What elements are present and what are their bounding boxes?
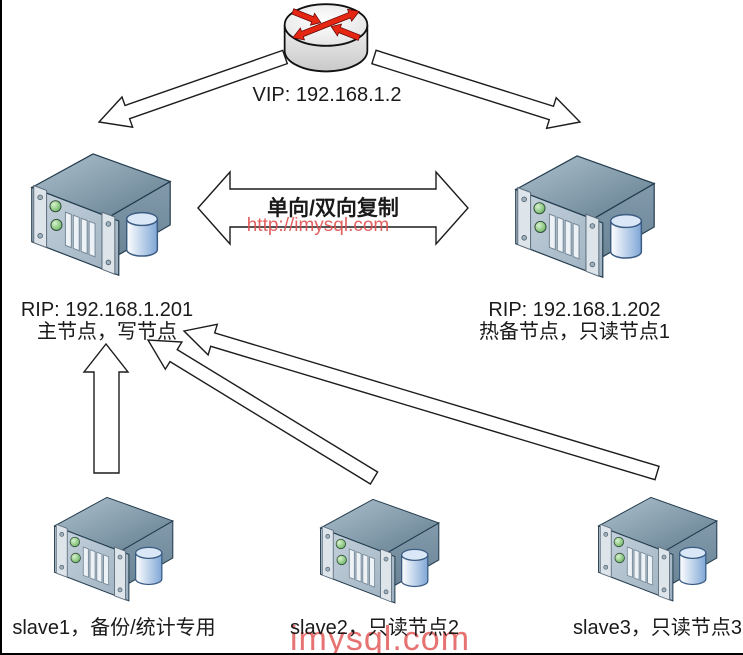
replication-title: 单向/双向复制 — [267, 197, 399, 220]
slave1-label: slave1，备份/统计专用 — [12, 617, 216, 639]
vip-to-master-arrow — [97, 49, 289, 129]
master-ip: RIP: 192.168.1.201 — [20, 299, 194, 321]
vip-label: VIP: 192.168.1.2 — [252, 84, 402, 106]
slave2-label: slave2，只读节点2 — [290, 617, 459, 639]
slave3-label: slave3，只读节点3 — [573, 617, 742, 639]
replication-double-arrow — [197, 170, 469, 246]
master-label: RIP: 192.168.1.201 主节点，写节点 — [2, 299, 212, 343]
master-role: 主节点，写节点 — [37, 321, 177, 343]
slave3-to-master-arrow — [182, 323, 660, 481]
site-watermark: imysql.com — [290, 620, 471, 655]
replication-watermark: http://imysql.com — [246, 215, 390, 236]
vip-to-standby-arrow — [371, 49, 582, 130]
standby-label: RIP: 192.168.1.202 热备节点，只读节点1 — [467, 299, 682, 343]
standby-ip: RIP: 192.168.1.202 — [488, 299, 661, 321]
slave2-to-master-arrow — [146, 339, 379, 485]
standby-role: 热备节点，只读节点1 — [478, 321, 671, 343]
slave1-to-master-arrow — [82, 342, 130, 474]
